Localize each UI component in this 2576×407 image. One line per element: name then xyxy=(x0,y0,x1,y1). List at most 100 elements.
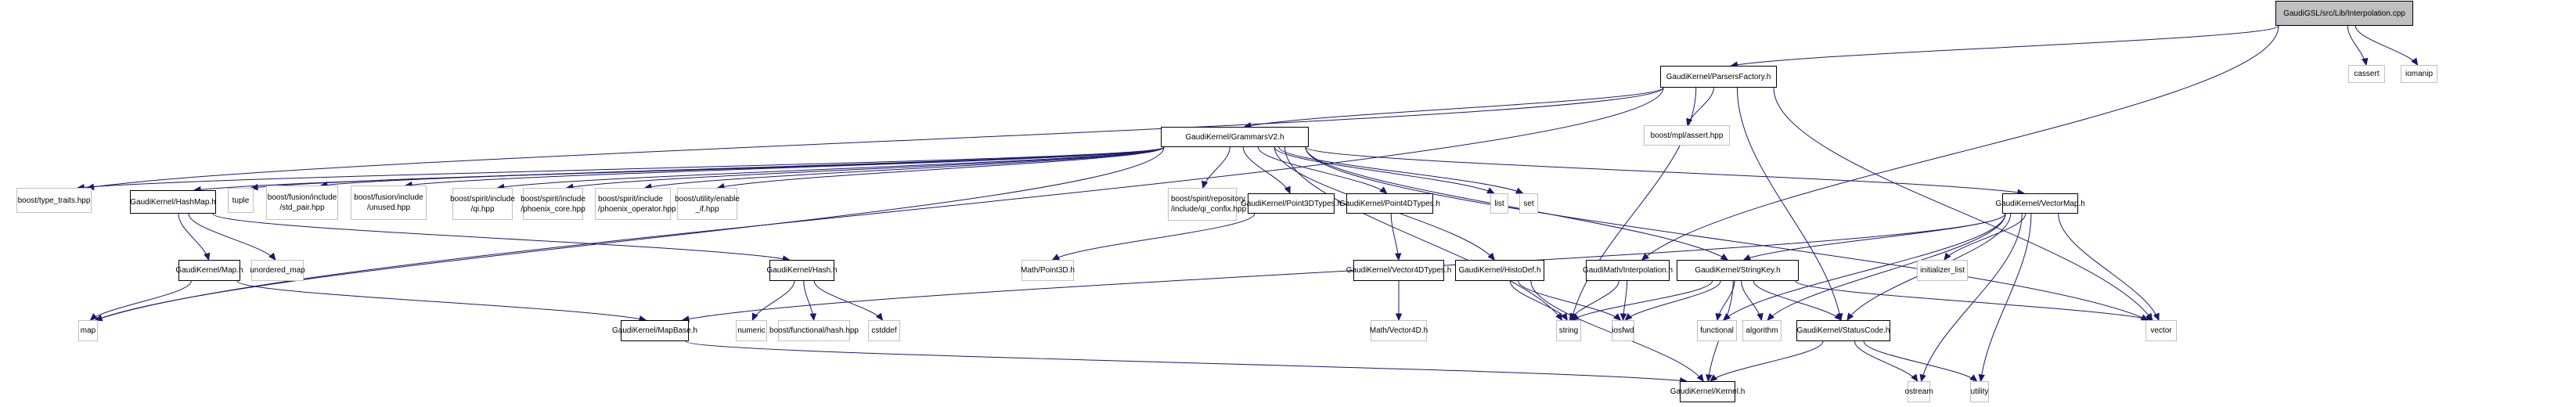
node-unused: boost/fusion/include /unused.hpp xyxy=(351,185,427,220)
edge-grammars-to-point3d xyxy=(1242,146,1291,194)
node-phoenixcore: boost/spirit/include /phoenix_core.hpp xyxy=(521,188,585,220)
edge-root-to-parsersfactory xyxy=(1731,25,2279,67)
edge-grammars-to-unused xyxy=(405,146,1165,186)
node-set: set xyxy=(1519,193,1538,214)
edge-interph-to-string xyxy=(1569,280,1619,321)
node-vectormap[interactable]: GaudiKernel/VectorMap.h xyxy=(1995,193,2085,214)
edge-grammars-to-point4d xyxy=(1257,146,1387,194)
edge-vectormap-to-utility xyxy=(1980,213,2032,382)
arrowhead-icon xyxy=(1944,252,1951,261)
arrowhead-icon xyxy=(1715,312,1722,322)
edge-hashh-to-cstddef xyxy=(813,280,883,321)
arrowhead-icon xyxy=(250,183,258,191)
node-typetraits: boost/type_traits.hpp xyxy=(16,188,92,213)
node-cassert: cassert xyxy=(2348,65,2385,83)
node-grammars[interactable]: GaudiKernel/GrammarsV2.h xyxy=(1161,127,1309,147)
edge-parsersfactory-to-vector xyxy=(1773,87,2153,321)
node-vector4dtypes[interactable]: GaudiKernel/Vector4DTypes.h xyxy=(1346,260,1451,281)
arrowhead-icon xyxy=(1710,374,1718,382)
arrowhead-icon xyxy=(1394,253,1402,261)
edge-root-to-interph xyxy=(1641,25,2279,261)
edge-grammars-to-map xyxy=(95,146,1165,321)
arrowhead-icon xyxy=(1571,313,1580,321)
node-statuscode[interactable]: GaudiKernel/StatusCode.h xyxy=(1796,320,1890,341)
node-iomanip: iomanip xyxy=(2401,65,2437,83)
node-initlist: initializer_list xyxy=(1917,260,1968,281)
arrowhead-icon xyxy=(204,252,211,261)
node-map: map xyxy=(78,320,98,341)
node-root[interactable]: GaudiGSL/src/Lib/Interpolation.cpp xyxy=(2275,1,2413,26)
node-point4d[interactable]: GaudiKernel/Point4DTypes.h xyxy=(1339,193,1440,214)
arrowhead-icon xyxy=(1379,186,1388,194)
arrowhead-icon xyxy=(1395,313,1403,322)
edge-grammars-to-list xyxy=(1274,146,1494,194)
arrowhead-icon xyxy=(1969,374,1978,382)
arrowhead-icon xyxy=(1834,312,1843,321)
arrowhead-icon xyxy=(1767,312,1775,321)
node-qi: boost/spirit/include /qi.hpp xyxy=(450,188,515,220)
node-parsersfactory[interactable]: GaudiKernel/ParsersFactory.h xyxy=(1660,66,1777,88)
edge-vectormap-to-initlist xyxy=(1944,213,2027,261)
edge-vectormap-to-ostream xyxy=(1921,213,2023,382)
edge-hashmap-to-unorderedmap xyxy=(188,213,276,261)
node-point3d[interactable]: GaudiKernel/Point3DTypes.h xyxy=(1241,193,1342,214)
node-kernelh[interactable]: GaudiKernel/Kernel.h xyxy=(1670,381,1745,402)
arrowhead-icon xyxy=(1978,374,1985,383)
arrowhead-icon xyxy=(1569,312,1576,322)
arrowhead-icon xyxy=(1202,180,1209,189)
node-maph[interactable]: GaudiKernel/Map.h xyxy=(175,260,243,281)
edge-grammars-to-tuple xyxy=(250,146,1165,189)
arrowhead-icon xyxy=(1561,312,1568,322)
node-mapbase[interactable]: GaudiKernel/MapBase.h xyxy=(612,320,697,341)
edge-hashmap-to-hashh xyxy=(212,213,790,261)
node-stringkey[interactable]: GaudiKernel/StringKey.h xyxy=(1677,260,1799,281)
edge-vectormap-to-algorithm xyxy=(1767,213,2006,321)
node-enableif: boost/utility/enable _if.hpp xyxy=(675,188,740,220)
edge-parsersfactory-to-typetraits xyxy=(87,87,1664,189)
arrowhead-icon xyxy=(2411,57,2419,67)
edge-hashh-to-numeric xyxy=(751,280,795,321)
node-histodef[interactable]: GaudiKernel/HistoDef.h xyxy=(1455,260,1544,281)
edge-histodef-to-kernelh xyxy=(1530,280,1704,382)
arrowhead-icon xyxy=(1756,312,1764,322)
arrowhead-icon xyxy=(1846,312,1854,322)
edge-vectormap-to-stringkey xyxy=(1743,213,2006,261)
arrowhead-icon xyxy=(1619,313,1627,322)
node-hashmap[interactable]: GaudiKernel/HashMap.h xyxy=(130,190,216,214)
node-utility: utility xyxy=(1970,381,1989,402)
arrowhead-icon xyxy=(751,312,758,322)
node-interph[interactable]: GaudiMath/Interpolation.h xyxy=(1583,260,1673,281)
edge-point4d-to-vector4dtypes xyxy=(1390,213,1400,261)
edge-parsersfactory-to-string xyxy=(1571,87,1697,321)
edge-maph-to-mapbase xyxy=(236,280,647,321)
arrowhead-icon xyxy=(1720,253,1729,261)
edge-grammars-to-phoenixcore xyxy=(566,146,1165,189)
arrowhead-icon xyxy=(1555,312,1563,322)
edge-grammars-to-phoenixop xyxy=(644,146,1165,189)
edge-histodef-to-string xyxy=(1509,280,1568,321)
arrowhead-icon xyxy=(2362,57,2369,67)
arrowhead-icon xyxy=(1613,313,1622,321)
node-algorithm: algorithm xyxy=(1742,320,1782,341)
arrowhead-icon xyxy=(1641,253,1650,261)
arrowhead-icon xyxy=(89,313,98,321)
node-numeric: numeric xyxy=(736,320,767,341)
edge-stringkey-to-vector xyxy=(1795,280,2153,321)
edge-mapbase-to-kernelh xyxy=(685,340,1687,382)
edge-grammars-to-stdpair xyxy=(320,146,1165,186)
node-functional: functional xyxy=(1697,320,1737,341)
edge-stringkey-to-statuscode xyxy=(1753,280,1842,321)
node-hashh[interactable]: GaudiKernel/Hash.h xyxy=(766,260,838,281)
edge-maph-to-map xyxy=(90,280,192,321)
arrowhead-icon xyxy=(94,315,103,321)
edge-grammars-to-vector xyxy=(1305,146,2149,321)
node-iosfwd: iosfwd xyxy=(1612,320,1634,341)
node-stdpair: boost/fusion/include /std_pair.hpp xyxy=(266,185,338,220)
arrowhead-icon xyxy=(268,252,276,261)
node-qiconfix: boost/spirit/repository /include/qi_conf… xyxy=(1168,188,1246,221)
arrowhead-icon xyxy=(809,313,816,322)
node-mathpoint3d: Math/Point3D.h xyxy=(1021,260,1075,281)
node-boosthash: boost/functional/hash.hpp xyxy=(769,320,859,341)
arrowhead-icon xyxy=(1486,187,1495,194)
